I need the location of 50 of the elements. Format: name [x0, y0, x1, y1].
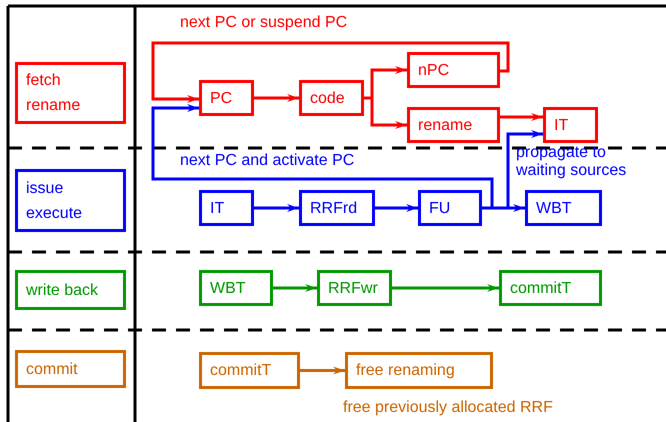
box-label: code [310, 88, 346, 108]
process-box [345, 352, 493, 389]
box-label: write back [26, 280, 100, 300]
edge-label: next PC and activate PC [180, 152, 356, 170]
process-box [15, 270, 126, 310]
box-label: rename [418, 116, 474, 136]
edge-label: next PC or suspend PC [180, 14, 348, 32]
note-text: free previously allocated RRF [343, 399, 553, 417]
process-box [407, 52, 500, 88]
process-box [199, 80, 254, 116]
arrow [254, 94, 299, 102]
process-box [418, 190, 482, 226]
box-label: WBT [536, 198, 573, 218]
process-box [499, 270, 602, 306]
box-label: WBT [210, 278, 247, 298]
process-box [15, 350, 126, 388]
arrow [375, 204, 418, 212]
process-box [317, 270, 392, 306]
box-label: issue execute [26, 178, 84, 224]
box-label: commit [26, 360, 79, 380]
arrow [254, 204, 299, 212]
process-box [199, 270, 273, 306]
process-box [299, 80, 364, 116]
arrow [152, 104, 494, 210]
box-label: RRFwr [328, 278, 379, 298]
arrow [273, 284, 317, 292]
process-box [299, 190, 375, 226]
box-label: free renaming [356, 361, 456, 381]
arrow [392, 284, 499, 292]
process-box [15, 62, 126, 124]
process-box [407, 107, 500, 143]
box-label: IT [554, 116, 570, 136]
process-box [199, 190, 254, 226]
box-label: IT [210, 198, 226, 218]
process-box [543, 107, 598, 143]
process-box [15, 169, 126, 232]
arrow [152, 42, 510, 103]
arrow [364, 96, 407, 129]
box-label: fetch rename [26, 71, 82, 116]
process-box [525, 190, 602, 226]
box-label: PC [210, 88, 234, 108]
process-box [199, 352, 300, 389]
box-label: nPC [418, 60, 450, 80]
arrow [300, 366, 345, 374]
box-label: commitT [510, 278, 572, 298]
box-label: RRFrd [310, 198, 358, 218]
arrow [500, 113, 543, 121]
edge-label: propagate to waiting sources [516, 144, 628, 180]
box-label: commitT [210, 361, 272, 381]
box-label: FU [429, 198, 452, 218]
